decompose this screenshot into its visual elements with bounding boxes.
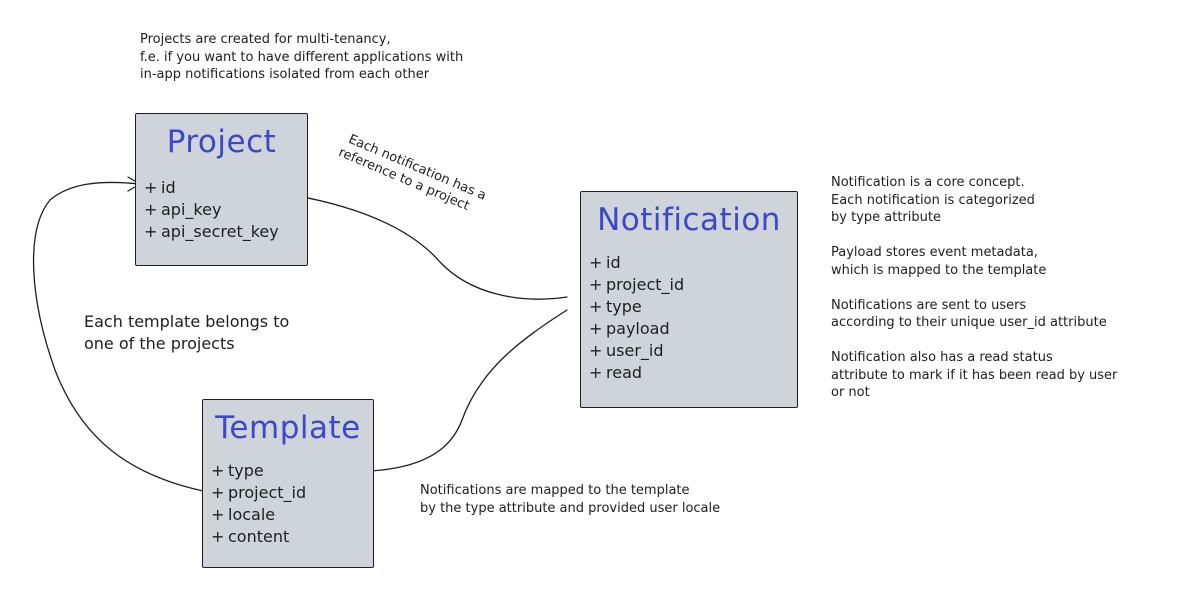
template-field: +locale [211,505,276,524]
project-field: +api_secret_key [144,222,279,241]
connector-template-to-project [32,181,204,492]
project-field: +api_key [144,200,222,219]
template-field: +project_id [211,483,307,502]
notification-field-list: +id +project_id +type +payload +user_id … [589,252,684,384]
template-field-list: +type +project_id +locale +content [211,460,306,548]
projects-note: Projects are created for multi-tenancy, … [140,32,464,82]
project-entity[interactable]: Project +id +api_key +api_secret_key [135,113,308,266]
notification-title: Notification [597,202,781,238]
notification-field: +read [589,363,643,382]
template-field: +content [211,527,290,546]
notification-field: +payload [589,319,670,338]
mapping-note: Notifications are mapped to the template… [420,483,721,516]
template-entity[interactable]: Template +type +project_id +locale +cont… [202,399,374,568]
project-title: Project [166,124,277,160]
notification-field: +type [589,297,642,316]
project-field: +id [144,178,176,197]
notification-field: +user_id [589,341,664,360]
notification-entity[interactable]: Notification +id +project_id +type +payl… [580,191,798,408]
template-belongs-note: Each template belongs to one of the proj… [84,312,290,353]
project-field-list: +id +api_key +api_secret_key [144,177,279,243]
template-field: +type [211,461,264,480]
notification-field: +project_id [589,275,685,294]
template-title: Template [215,410,361,446]
notification-field: +id [589,253,621,272]
notification-description-note: Notification is a core concept. Each not… [831,175,1118,400]
